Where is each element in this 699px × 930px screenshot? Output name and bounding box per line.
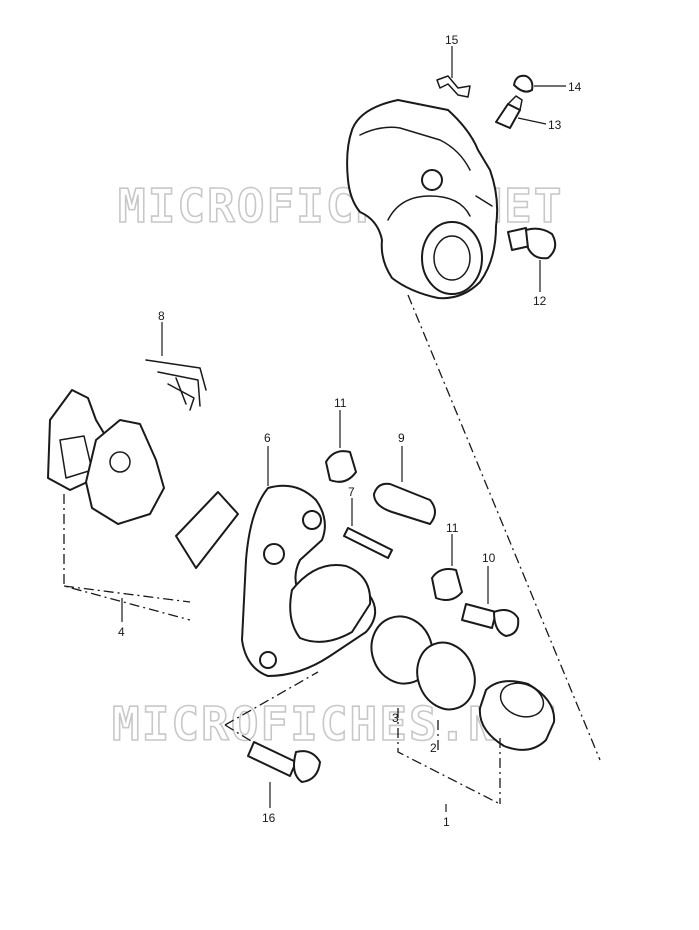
bleeder-cap [513,74,534,93]
pad-set-bracket [63,494,191,621]
callout-10: 10 [482,551,496,565]
caliper-piston [478,680,556,751]
callout-8: 8 [158,309,165,323]
callout-1: 1 [443,815,450,829]
callout-2: 2 [430,741,437,755]
bracket-mounting-bolt [247,741,321,783]
caliper-body [346,99,499,300]
slide-pin-boot-upper [325,450,357,483]
callout-14: 14 [568,80,582,94]
bleeder-valve [495,95,523,129]
callout-11-lower: 11 [446,521,459,535]
pad-spring-clip [436,75,471,98]
assembly-line-caliper-to-piston [407,294,601,761]
slide-pin [373,482,436,525]
brake-pad-inner [85,419,165,525]
slide-pin-bolt [461,603,520,637]
callout-7: 7 [348,485,355,499]
caliper-bracket [241,484,377,677]
callout-12: 12 [533,294,547,308]
piston-seal [416,641,476,711]
callout-15: 15 [445,33,459,47]
pad-pin [343,527,393,559]
caliper-mounting-bolt [507,227,557,260]
callout-13: 13 [548,118,562,132]
assembly-line-bracket-to-bolt [224,671,319,726]
pad-retaining-pin-set [145,359,207,411]
callout-4: 4 [118,625,125,639]
callout-9: 9 [398,431,405,445]
slide-pin-boot-lower [431,568,463,601]
pad-shim [175,491,239,569]
callout-16: 16 [262,811,276,825]
callout-6: 6 [264,431,271,445]
leader-13 [517,117,547,125]
piston-set-bracket [397,708,501,805]
callout-3: 3 [392,711,399,725]
callout-11-upper: 11 [334,396,347,410]
